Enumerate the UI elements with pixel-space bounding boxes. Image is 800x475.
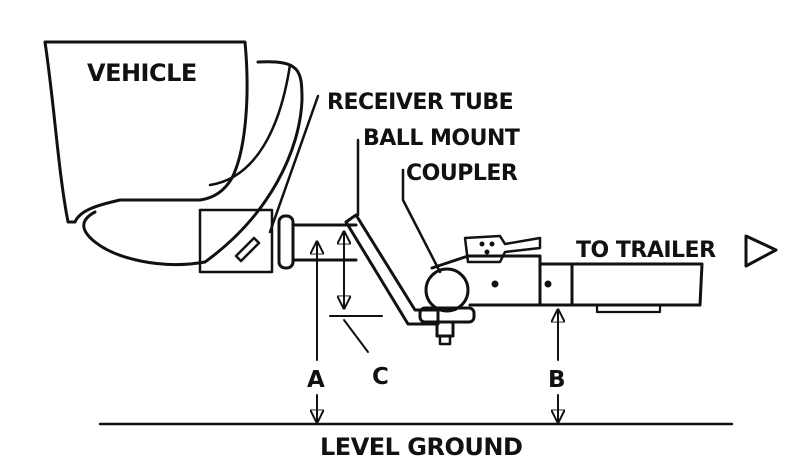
latch-hole-3	[484, 249, 490, 255]
coupler-label: COUPLER	[406, 161, 518, 186]
dimension-c-label: C	[372, 364, 388, 390]
receiver-collar	[277, 214, 295, 270]
receiver-tube-label: RECEIVER TUBE	[327, 90, 513, 115]
receiver-tube	[291, 223, 358, 262]
coupler-leader	[401, 168, 442, 274]
trailer-tongue	[538, 262, 704, 307]
latch-hole-2	[489, 241, 495, 247]
hitch-bracket	[198, 208, 274, 274]
trailer-tongue-plate	[595, 303, 662, 314]
vehicle-body	[43, 40, 249, 224]
coupler-hole-2	[544, 280, 552, 288]
vehicle-bumper	[82, 60, 304, 266]
latch-hole-1	[479, 241, 485, 247]
coupler-body	[430, 254, 542, 307]
dimension-b-label: B	[548, 367, 565, 393]
hitch-ball	[424, 267, 470, 313]
dimension-a-label: A	[307, 367, 325, 393]
coupler-latch	[463, 234, 542, 264]
to-trailer-arrow	[744, 234, 778, 268]
to-trailer-label: TO TRAILER	[576, 238, 716, 263]
vehicle-label: VEHICLE	[87, 59, 197, 87]
ball-nut	[435, 320, 455, 338]
vehicle-inner-curve	[208, 63, 292, 187]
ball-mount-label: BALL MOUNT	[363, 126, 520, 151]
coupler-hole-1	[491, 280, 499, 288]
receiver-tube-leader	[268, 94, 320, 234]
hitch-pin	[234, 236, 261, 263]
level-ground-label: LEVEL GROUND	[320, 433, 522, 461]
dimension-c	[329, 232, 383, 353]
